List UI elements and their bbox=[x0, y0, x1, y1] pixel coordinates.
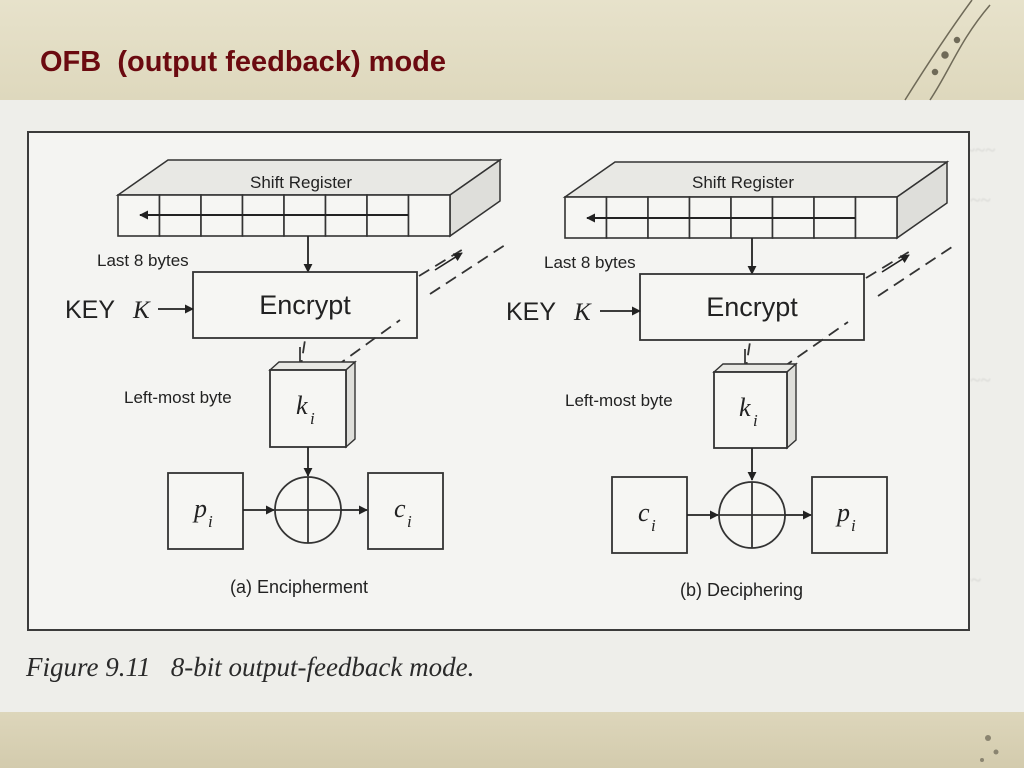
keystream-box-top bbox=[712, 363, 798, 373]
panel-a-caption: (a) Encipherment bbox=[230, 577, 368, 597]
slide-title: OFB (output feedback) mode bbox=[40, 46, 446, 78]
plaintext-box bbox=[167, 472, 244, 550]
key-symbol: K bbox=[132, 297, 151, 324]
feedback-arrow bbox=[881, 254, 910, 273]
leftmost-byte-label: Left-most byte bbox=[565, 391, 673, 410]
panel-deciphering: Shift Register Last 8 bytes Encrypt KEY … bbox=[506, 160, 953, 600]
keystream-subscript: i bbox=[310, 409, 315, 428]
footer-band bbox=[0, 712, 1024, 768]
encrypt-label: Encrypt bbox=[706, 292, 798, 322]
plaintext-symbol: p bbox=[192, 494, 207, 523]
plaintext-symbol: p bbox=[835, 498, 850, 527]
ciphertext-box bbox=[367, 472, 444, 550]
shift-register-label: Shift Register bbox=[692, 173, 794, 192]
xor-symbol bbox=[718, 481, 786, 549]
encrypt-box bbox=[192, 271, 418, 339]
key-label: KEY bbox=[65, 296, 115, 324]
branch-decoration bbox=[904, 0, 999, 762]
plaintext-box bbox=[811, 476, 888, 554]
figure-caption: Figure 9.11 8-bit output-feedback mode. bbox=[26, 652, 475, 682]
panel-b-caption: (b) Deciphering bbox=[680, 580, 803, 600]
feedback-arrow bbox=[434, 252, 463, 271]
plaintext-subscript: i bbox=[851, 516, 856, 535]
keystream-box bbox=[269, 369, 347, 448]
leftmost-byte-label: Left-most byte bbox=[124, 388, 232, 407]
last-bytes-label: Last 8 bytes bbox=[544, 253, 636, 272]
last-bytes-label: Last 8 bytes bbox=[97, 251, 189, 270]
keystream-symbol: k bbox=[739, 393, 751, 422]
keystream-box-side bbox=[786, 362, 797, 450]
keystream-box-side bbox=[345, 360, 356, 449]
keystream-box bbox=[713, 371, 788, 449]
ciphertext-subscript: i bbox=[651, 516, 656, 535]
xor-symbol bbox=[274, 476, 342, 544]
encrypt-label: Encrypt bbox=[259, 290, 351, 320]
keystream-subscript: i bbox=[753, 411, 758, 430]
keystream-box-top bbox=[268, 361, 357, 371]
key-label: KEY bbox=[506, 298, 556, 326]
panel-encipherment: Shift Register Last 8 bytes Encrypt KEY … bbox=[65, 158, 506, 597]
key-symbol: K bbox=[573, 299, 592, 326]
plaintext-subscript: i bbox=[208, 512, 213, 531]
ciphertext-box bbox=[611, 476, 688, 554]
ciphertext-subscript: i bbox=[407, 512, 412, 531]
shift-register-label: Shift Register bbox=[250, 173, 352, 192]
keystream-symbol: k bbox=[296, 391, 308, 420]
header-band bbox=[0, 0, 1024, 100]
ciphertext-symbol: c bbox=[394, 494, 406, 523]
ciphertext-symbol: c bbox=[638, 498, 650, 527]
